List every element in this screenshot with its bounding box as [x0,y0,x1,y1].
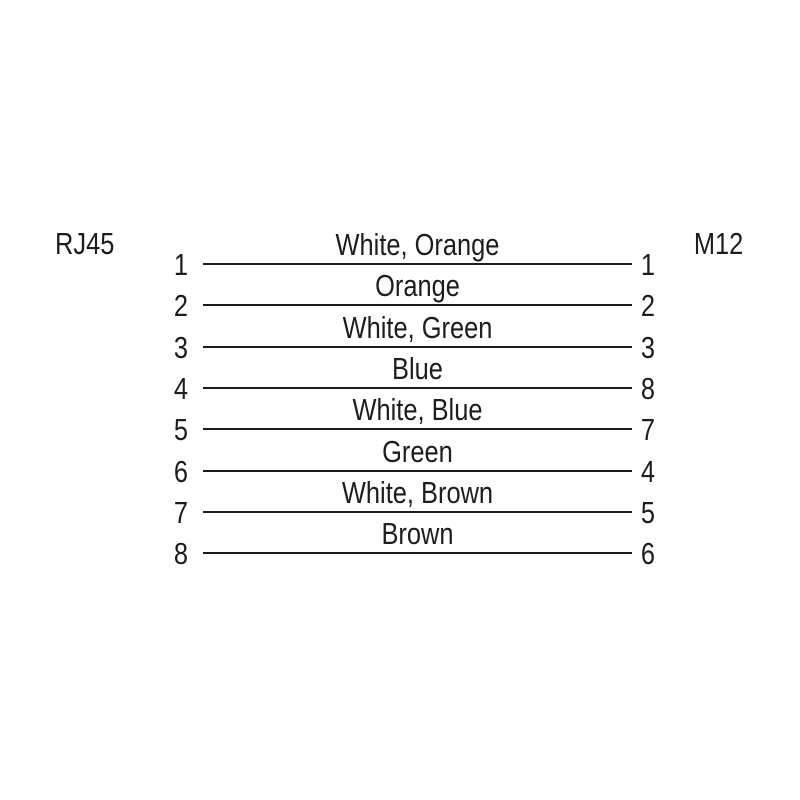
right-pin-number: 2 [640,288,656,324]
right-pin-number: 8 [640,370,656,406]
right-pin-number: 4 [640,453,656,489]
right-pin-number: 1 [640,247,656,282]
left-pin-number: 7 [173,494,189,530]
wire-row: 1 White, Orange 1 [0,223,800,283]
left-pin-number: 1 [173,247,189,282]
wire-row: 8 Brown 6 [0,512,800,572]
wire-line [203,345,632,348]
left-connector-label: RJ45 [55,226,115,261]
wire-row: 3 White, Green 3 [0,306,800,366]
wire-color-label: Blue [392,350,443,386]
wire-line [203,304,632,307]
left-pin-number: 3 [173,329,189,365]
wire-color-label: White, Blue [352,392,483,428]
right-pin-number: 7 [640,412,656,448]
left-pin-number: 5 [173,412,189,448]
wire-row: 2 Orange 2 [0,264,800,324]
wire-line [203,386,632,389]
wire-color-label: White, Orange [335,227,500,262]
wire-line [203,510,632,513]
left-pin-number: 4 [173,370,189,406]
wire-line [203,263,632,265]
right-pin-number: 6 [640,536,656,572]
left-pin-number: 6 [173,453,189,489]
wire-row: 5 White, Blue 7 [0,388,800,448]
wire-color-label: Orange [375,268,460,304]
left-pin-number: 8 [173,536,189,572]
wire-color-label: White, Green [342,309,493,345]
wire-color-label: Green [382,433,453,469]
wire-color-label: White, Brown [341,474,494,510]
right-pin-number: 5 [640,494,656,530]
right-connector-label: M12 [693,226,743,261]
right-pin-number: 3 [640,329,656,365]
wire-line [203,552,632,555]
wire-row: 7 White, Brown 5 [0,471,800,531]
wire-row: 4 Blue 8 [0,347,800,407]
left-pin-number: 2 [173,288,189,324]
wire-row: 6 Green 4 [0,430,800,490]
wire-line [203,469,632,472]
wire-line [203,428,632,431]
wire-color-label: Brown [381,516,454,552]
